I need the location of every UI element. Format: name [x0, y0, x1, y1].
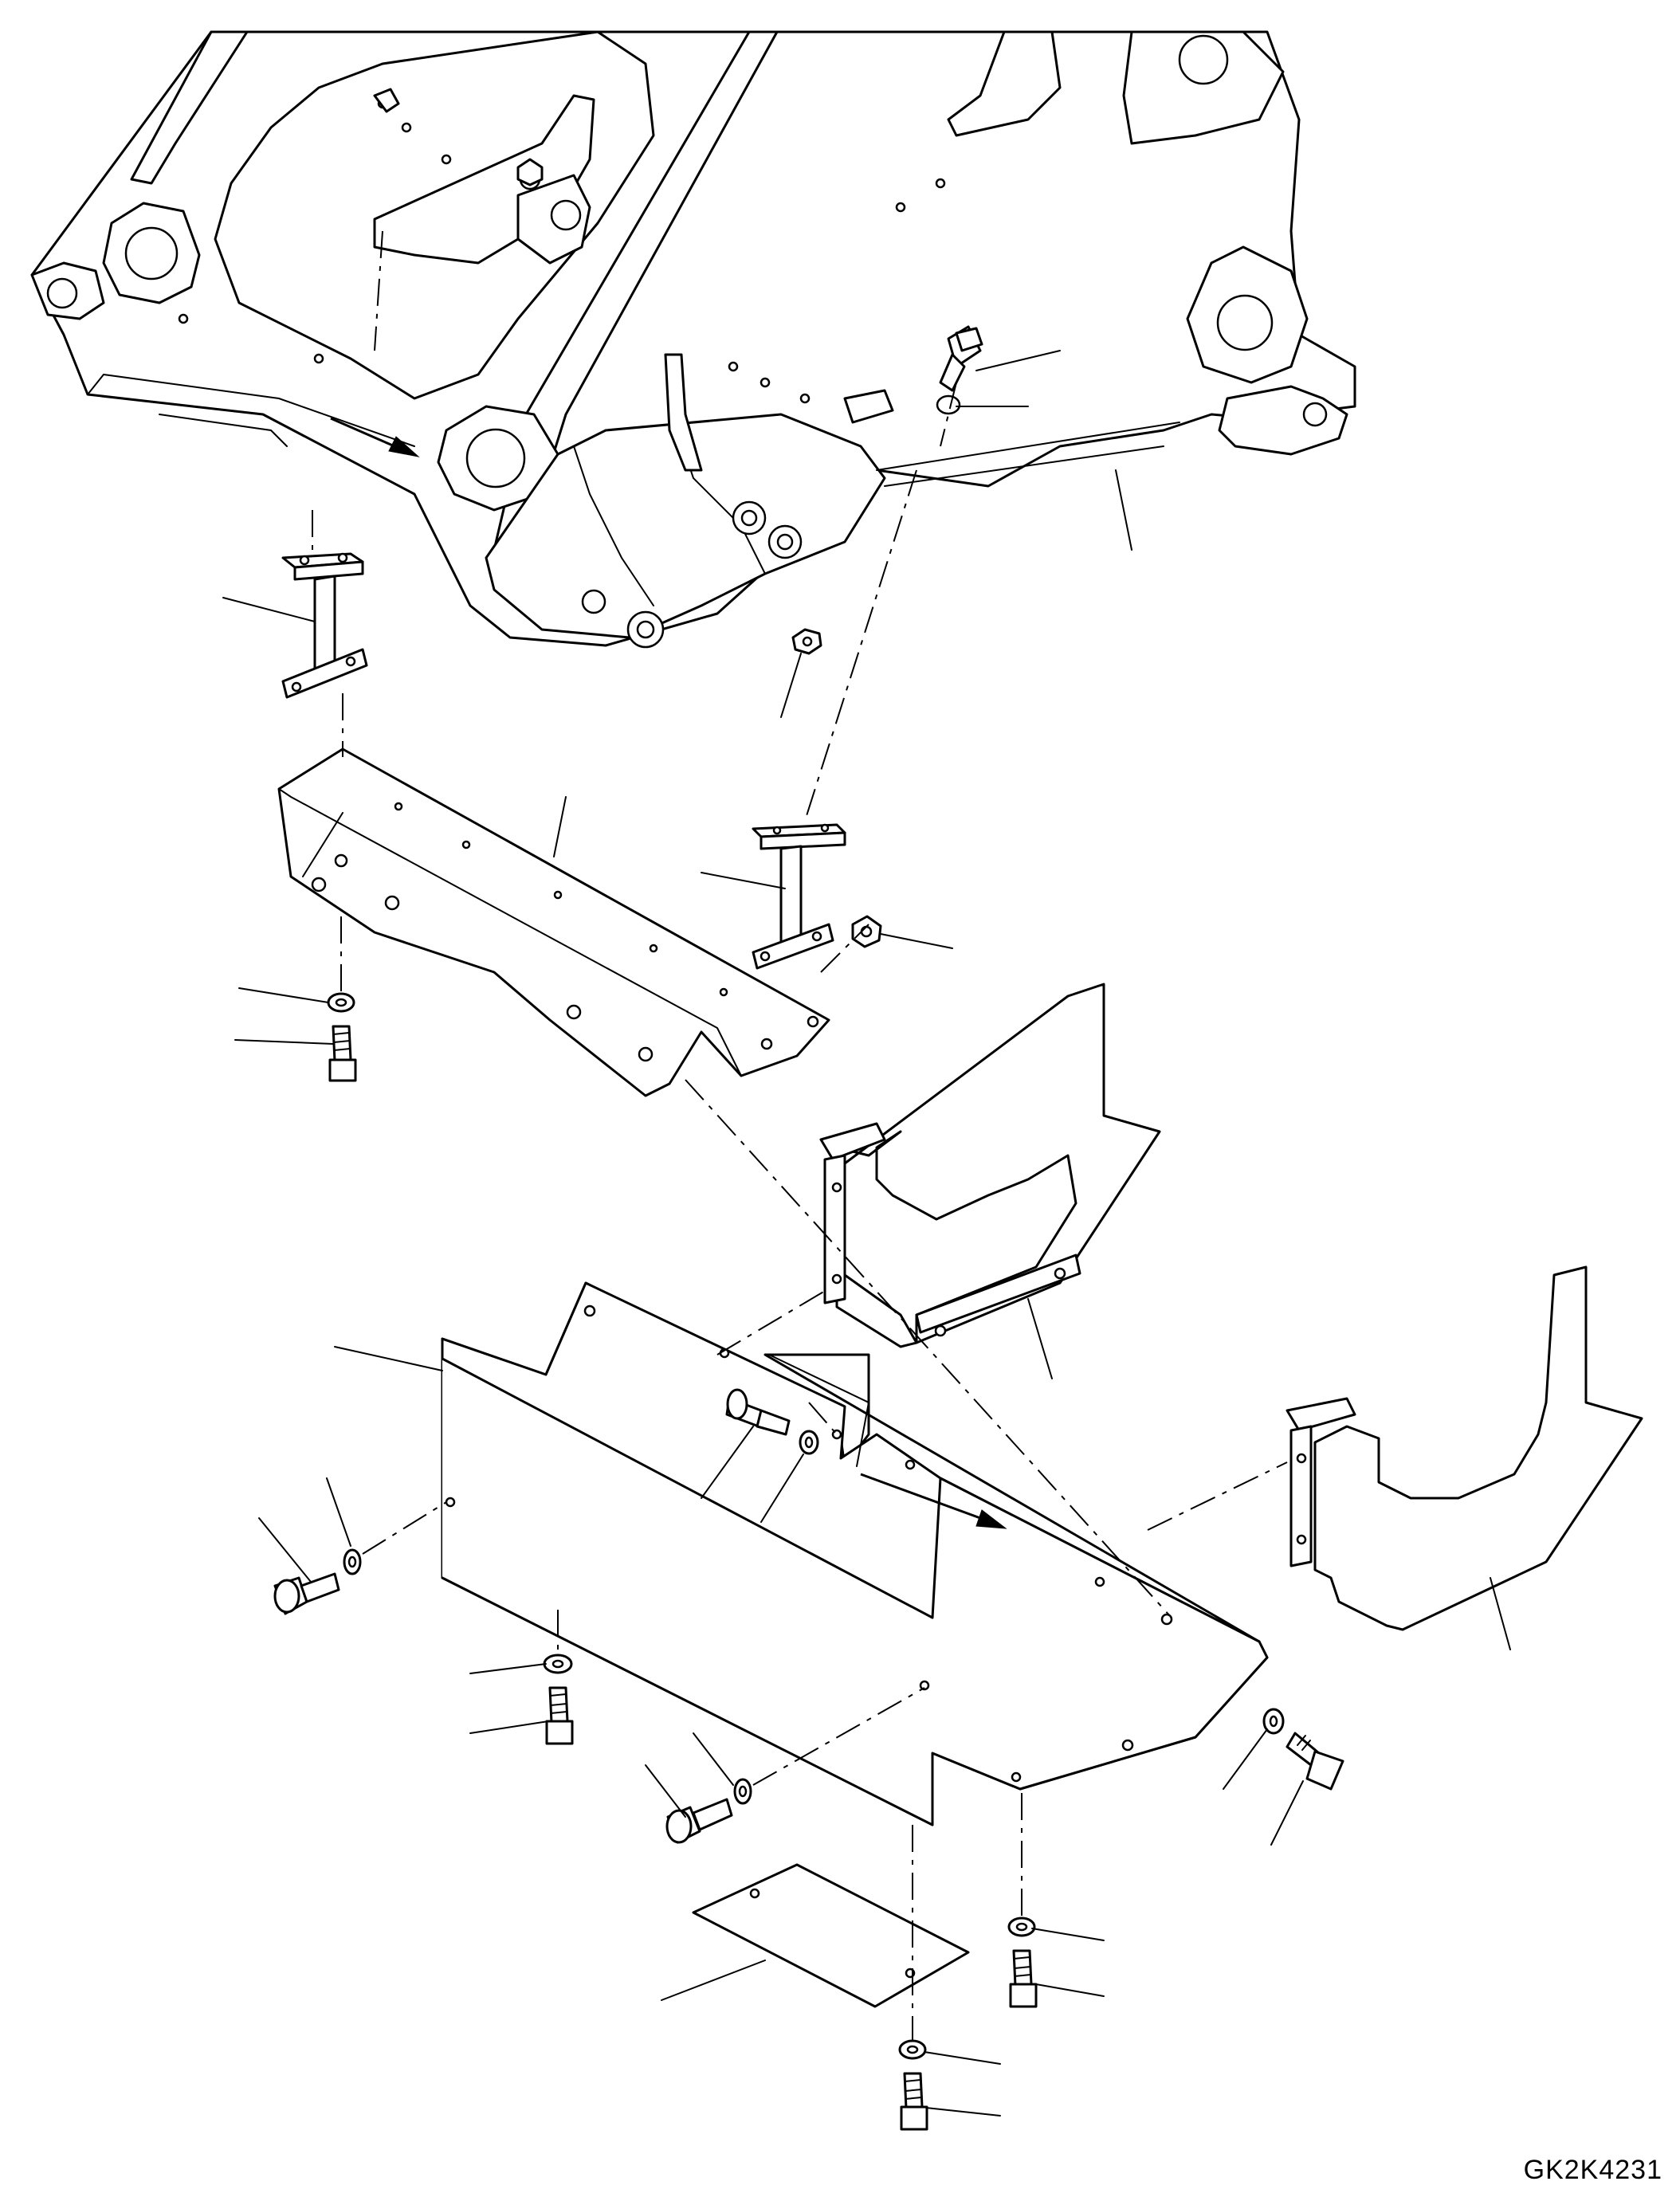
stand-bracket-left [281, 552, 368, 699]
assembly-lines [312, 230, 1288, 2040]
arrow-right-icon [975, 1509, 1007, 1529]
washer-4 [543, 1654, 573, 1674]
bolt-1 [328, 1025, 357, 1082]
bolt-4 [545, 1686, 574, 1745]
bolt-7 [1009, 1949, 1038, 2008]
side-guard-upper [819, 983, 1161, 1348]
drawing-code-label: GK2K4231 [1523, 2155, 1662, 2185]
bolt-3 [273, 1572, 340, 1615]
side-guard-right [1286, 1265, 1643, 1631]
long-cover-plate [277, 747, 830, 1097]
bolt-2 [725, 1388, 791, 1436]
pivot-bore-center [465, 428, 526, 488]
belly-pan-cover [441, 1281, 1269, 1826]
washer-5 [733, 1778, 752, 1805]
arrow-right-icon [388, 436, 420, 457]
hex-nut-2 [851, 915, 882, 948]
washer-2 [799, 1430, 819, 1455]
pivot-bore-left [124, 226, 179, 281]
stand-bracket-right [752, 823, 846, 970]
washer-6 [1262, 1708, 1285, 1735]
small-cover-plate [692, 1863, 970, 2008]
pivot-bore-right [1216, 294, 1274, 351]
main-frame [30, 30, 1356, 649]
bolt-6 [1286, 1732, 1344, 1791]
washer-1 [327, 992, 355, 1013]
washer-7 [1007, 1916, 1036, 1937]
washer-8 [898, 2039, 927, 2060]
bolt-5 [665, 1798, 733, 1844]
leader-lines [222, 350, 1511, 2117]
washer-3 [343, 1548, 362, 1575]
bolt-8 [900, 2072, 928, 2131]
hex-nut-1 [791, 628, 822, 655]
